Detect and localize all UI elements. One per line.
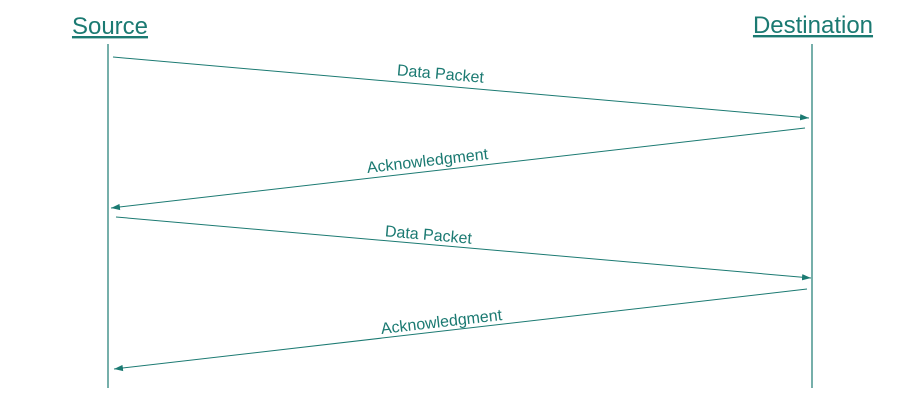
acknowledgment-arrow xyxy=(110,127,806,211)
data-packet-arrow xyxy=(112,56,810,121)
acknowledgment-label: Acknowledgment xyxy=(380,307,504,338)
acknowledgment-arrow xyxy=(113,288,808,372)
source-label: Source xyxy=(72,13,148,40)
data-packet-arrow xyxy=(115,216,812,281)
destination-label: Destination xyxy=(753,12,873,39)
acknowledgment-label: Acknowledgment xyxy=(366,146,490,177)
